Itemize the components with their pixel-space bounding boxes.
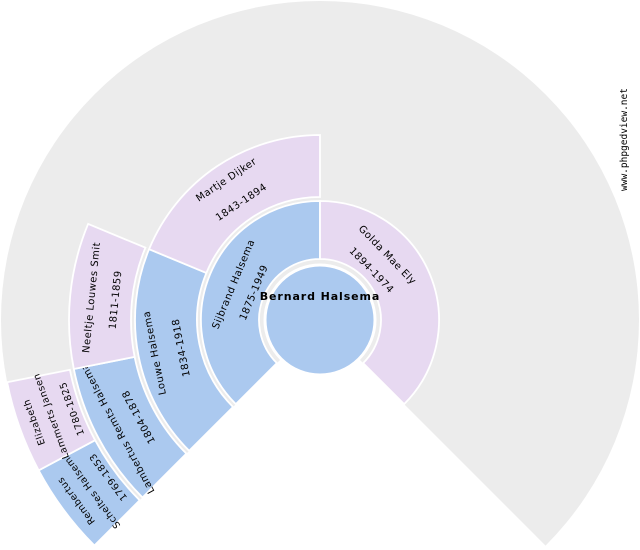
fan-segment-father[interactable]	[200, 200, 321, 406]
root-person-name: Bernard Halsema	[260, 290, 380, 303]
fan-segment-paternal-2great-grandmother[interactable]	[6, 368, 97, 472]
fan-center-root-person[interactable]	[263, 263, 377, 377]
phpgedview-watermark: www.phpgedview.net	[619, 88, 630, 191]
fan-segment-paternal-grandmother[interactable]	[147, 134, 321, 275]
fan-segment-mother[interactable]	[319, 200, 440, 406]
fan-segment-paternal-great-grandmother[interactable]	[68, 222, 147, 371]
